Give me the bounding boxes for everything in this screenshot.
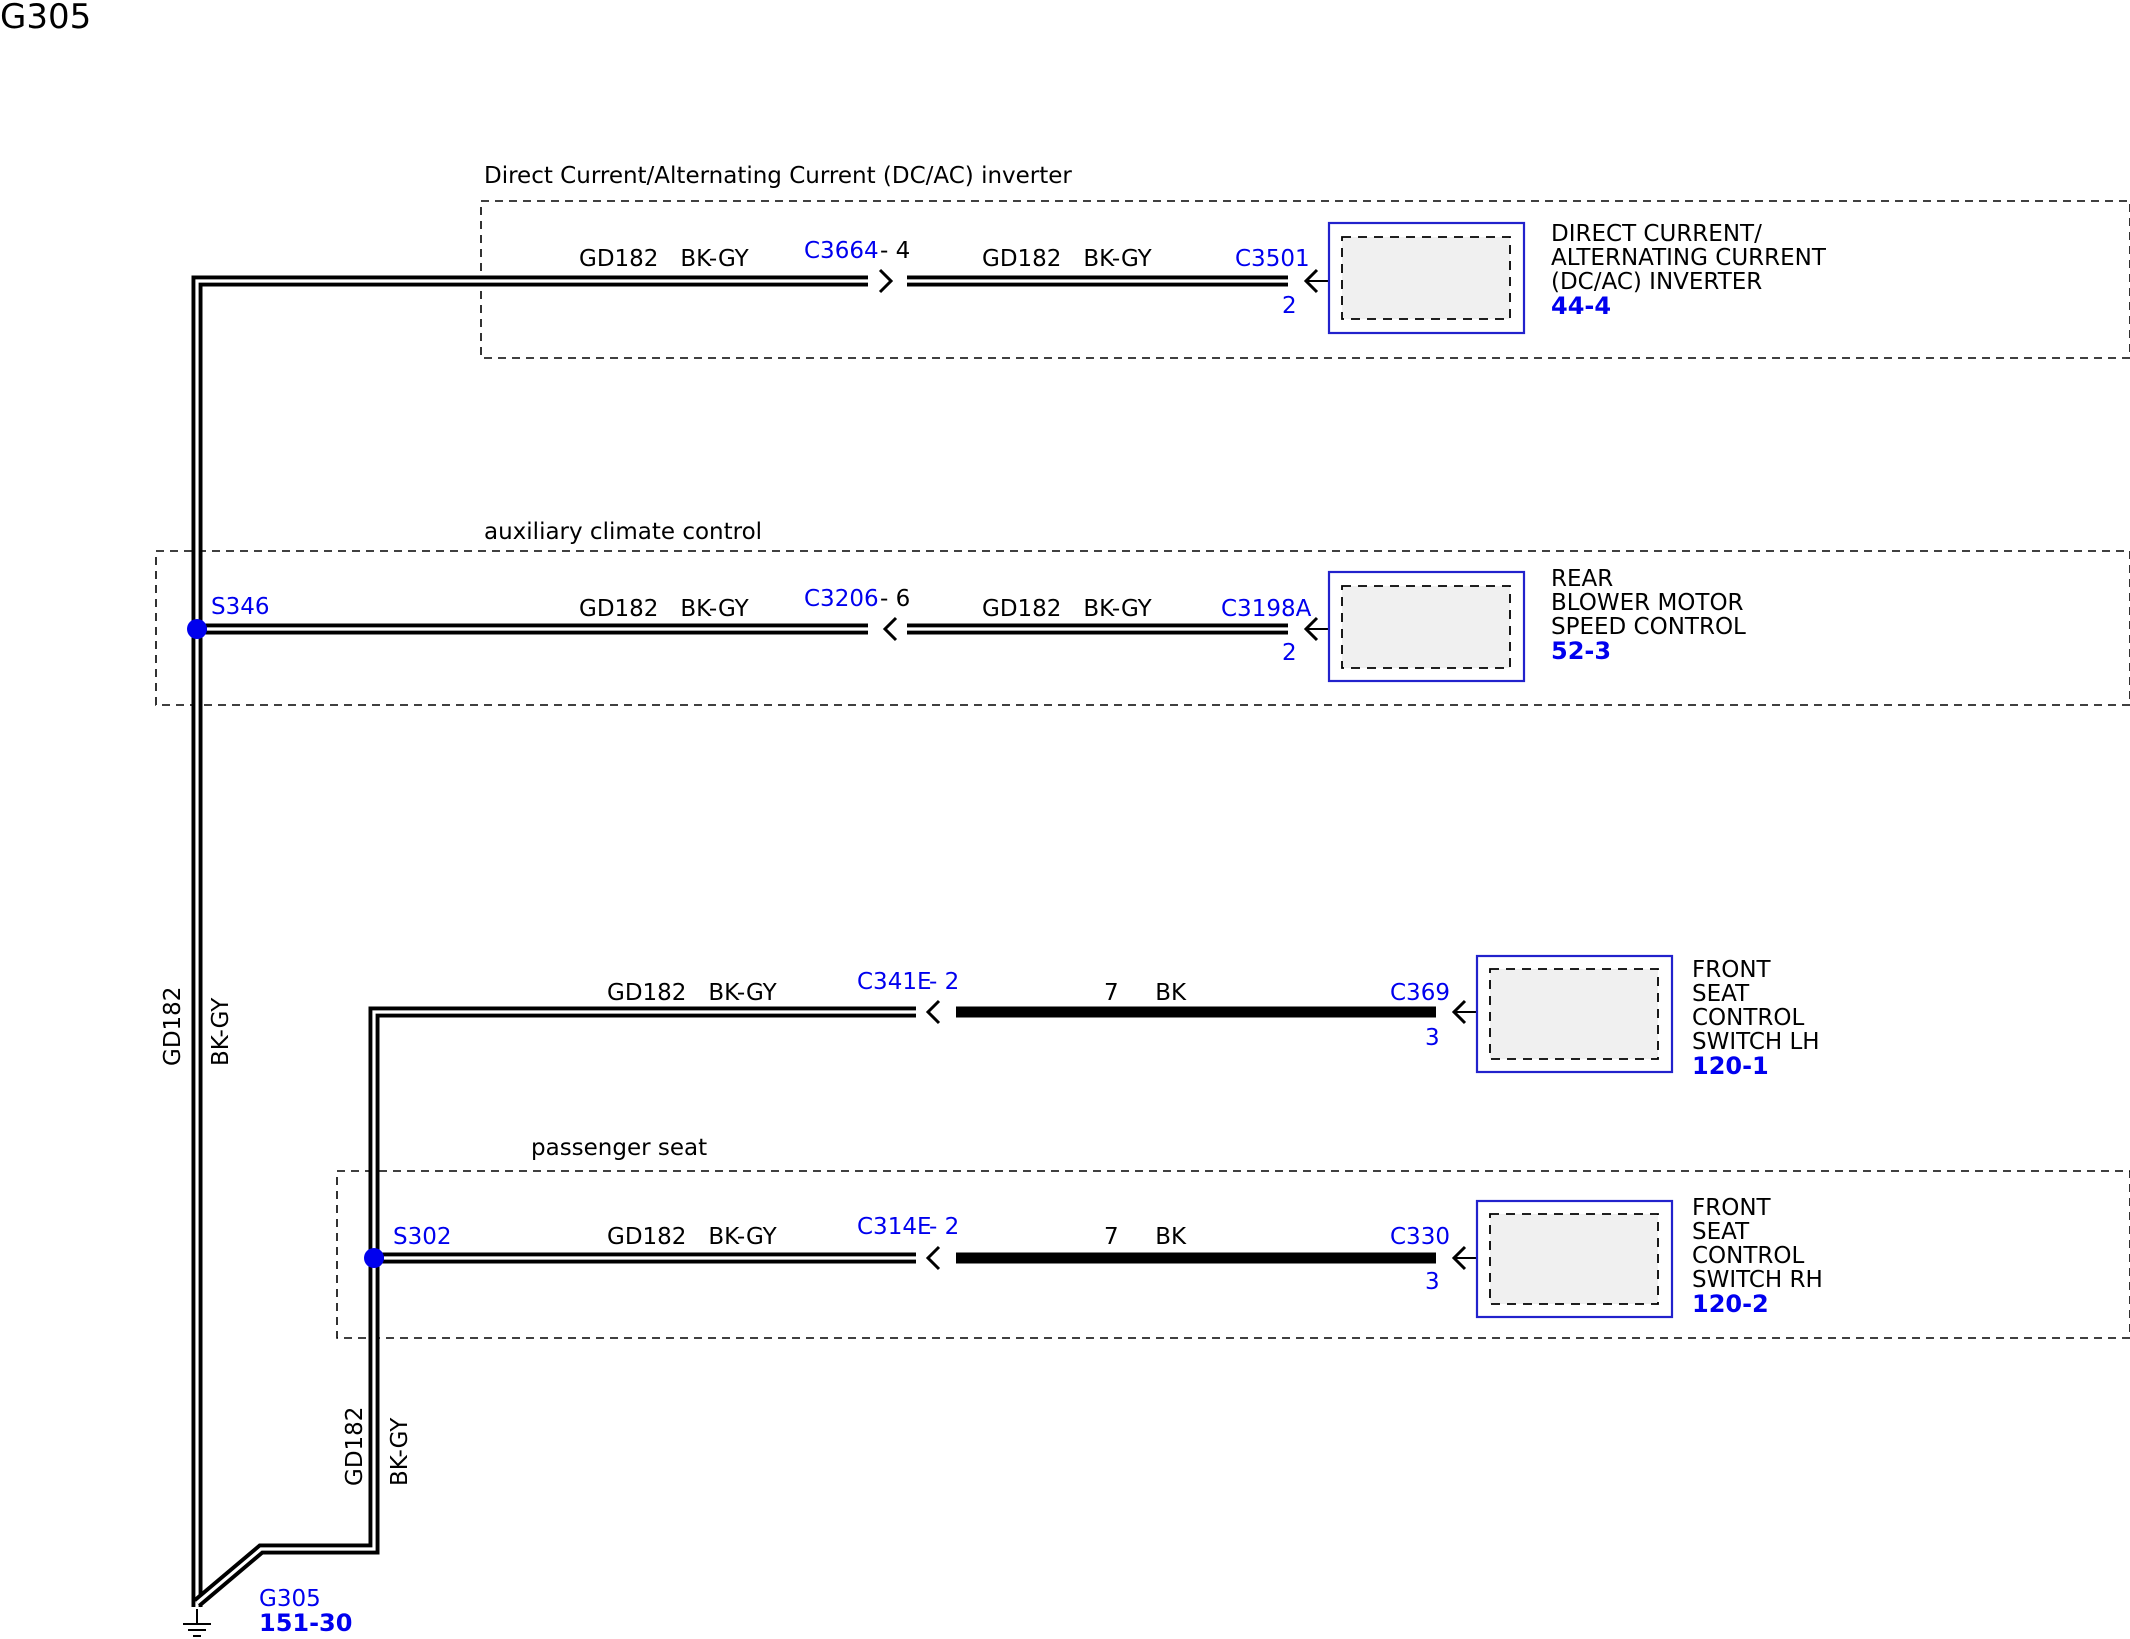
- splice-label-s346[interactable]: S346: [211, 594, 270, 620]
- component-ref-inverter[interactable]: 44-4: [1551, 292, 1611, 320]
- connector-label-c341e[interactable]: C341E: [857, 969, 932, 995]
- zone-label-aux-climate: auxiliary climate control: [484, 519, 762, 545]
- connector-pin-c330: 3: [1425, 1269, 1440, 1295]
- wire-label-inverter-left: GD182 BK-GY: [579, 246, 750, 272]
- connector-c341e-icon: [925, 999, 941, 1025]
- connector-label-c3206[interactable]: C3206: [804, 586, 879, 612]
- component-label-seat-rh-4: SWITCH RH: [1692, 1267, 1823, 1293]
- connector-pin-c341e: - 2: [929, 969, 959, 995]
- component-label-inverter-2: ALTERNATING CURRENT: [1551, 245, 1827, 271]
- component-label-seat-rh-1: FRONT: [1692, 1195, 1772, 1221]
- component-rear-blower-speed-control[interactable]: [1327, 570, 1526, 683]
- ground-label-g305[interactable]: G305: [259, 1586, 321, 1612]
- component-label-seat-lh-2: SEAT: [1692, 981, 1750, 1007]
- splice-label-s302[interactable]: S302: [393, 1224, 452, 1250]
- wire-label-seat-rh-left: GD182 BK-GY: [607, 1224, 778, 1250]
- connector-c3664-icon: [878, 268, 894, 294]
- component-ref-seat-rh[interactable]: 120-2: [1692, 1290, 1769, 1318]
- component-label-seat-lh-1: FRONT: [1692, 957, 1772, 983]
- wire-label-inverter-right: GD182 BK-GY: [982, 246, 1153, 272]
- component-label-seat-rh-3: CONTROL: [1692, 1243, 1805, 1269]
- zone-label-passenger-seat: passenger seat: [531, 1135, 707, 1161]
- trunk-wire-color: BK-GY: [208, 997, 234, 1066]
- seat-trunk-wire: [193, 1006, 916, 1608]
- wire-label-blower-right: GD182 BK-GY: [982, 596, 1153, 622]
- seat-trunk-wire-circuit: GD182: [342, 1407, 368, 1486]
- splice-s302[interactable]: [364, 1248, 384, 1268]
- wire-label-seat-lh-left: GD182 BK-GY: [607, 980, 778, 1006]
- connector-label-c3664[interactable]: C3664: [804, 238, 879, 264]
- connector-pin-c3198a: 2: [1282, 640, 1297, 666]
- component-dc-ac-inverter[interactable]: [1327, 221, 1526, 335]
- zone-label-inverter: Direct Current/Alternating Current (DC/A…: [484, 163, 1072, 189]
- connector-pin-c314e: - 2: [929, 1214, 959, 1240]
- component-label-blower-3: SPEED CONTROL: [1551, 614, 1746, 640]
- trunk-wire: [191, 275, 868, 1607]
- component-label-inverter-1: DIRECT CURRENT/: [1551, 221, 1762, 247]
- trunk-wire-circuit: GD182: [160, 987, 186, 1066]
- component-label-seat-lh-4: SWITCH LH: [1692, 1029, 1820, 1055]
- connector-c3206-icon: [882, 616, 898, 642]
- component-ref-blower[interactable]: 52-3: [1551, 637, 1611, 665]
- component-label-blower-1: REAR: [1551, 566, 1613, 592]
- connector-label-c330[interactable]: C330: [1390, 1224, 1450, 1250]
- component-label-seat-lh-3: CONTROL: [1692, 1005, 1805, 1031]
- component-front-seat-switch-lh[interactable]: [1475, 954, 1674, 1074]
- wire-label-blower-left: GD182 BK-GY: [579, 596, 750, 622]
- component-label-seat-rh-2: SEAT: [1692, 1219, 1750, 1245]
- seat-trunk-wire-color: BK-GY: [387, 1417, 413, 1486]
- component-label-blower-2: BLOWER MOTOR: [1551, 590, 1744, 616]
- splice-s346[interactable]: [187, 619, 207, 639]
- component-ref-seat-lh[interactable]: 120-1: [1692, 1052, 1769, 1080]
- connector-label-c314e[interactable]: C314E: [857, 1214, 932, 1240]
- component-label-inverter-3: (DC/AC) INVERTER: [1551, 269, 1762, 295]
- zone-passenger-seat: [336, 1170, 2130, 1339]
- page-title: G305: [0, 0, 91, 37]
- ground-icon: [183, 1609, 211, 1637]
- component-front-seat-switch-rh[interactable]: [1475, 1199, 1674, 1319]
- zone-aux-climate: [155, 550, 2130, 706]
- connector-pin-c369: 3: [1425, 1025, 1440, 1051]
- connector-c314e-icon: [925, 1245, 941, 1271]
- connector-pin-c3206: - 6: [880, 586, 910, 612]
- connector-label-c369[interactable]: C369: [1390, 980, 1450, 1006]
- connector-pin-c3501: 2: [1282, 293, 1297, 319]
- connector-label-c3501[interactable]: C3501: [1235, 246, 1310, 272]
- wire-label-seat-rh-right: 7 BK: [1104, 1224, 1187, 1250]
- connector-label-c3198a[interactable]: C3198A: [1221, 596, 1312, 622]
- ground-ref[interactable]: 151-30: [259, 1609, 352, 1637]
- connector-pin-c3664: - 4: [880, 238, 910, 264]
- wire-label-seat-lh-right: 7 BK: [1104, 980, 1187, 1006]
